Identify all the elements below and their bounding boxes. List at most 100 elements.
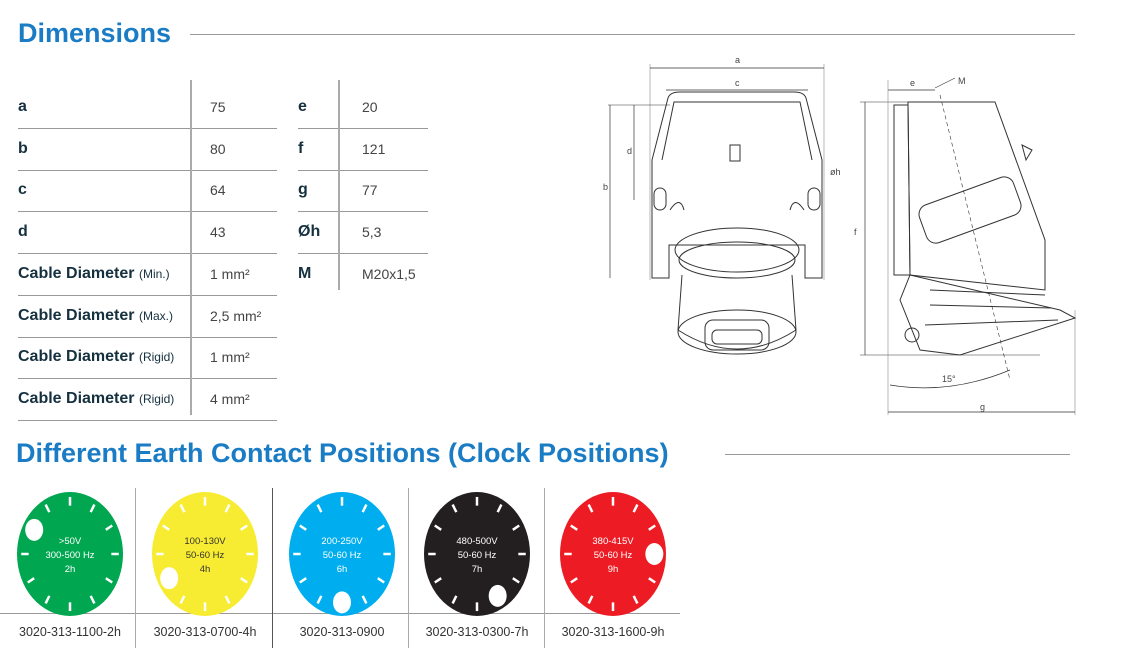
product-code: 3020-313-0300-7h [425, 625, 529, 639]
clock-tick [451, 595, 458, 604]
earth-contact-dot [25, 518, 44, 541]
earth-contact-dot [333, 591, 351, 614]
dimension-value: M20x1,5 [362, 265, 416, 282]
label-qualifier: (Rigid) [138, 350, 175, 365]
clock-section-title: Different Earth Contact Positions (Clock… [16, 438, 669, 468]
dimension-label: Cable Diameter (Max.) [18, 307, 173, 325]
dimension-row: d 43 [18, 211, 277, 255]
dimension-label: c [18, 181, 27, 199]
dimension-label: Cable Diameter (Min.) [18, 265, 170, 283]
dimension-row: Cable Diameter (Max.) 2,5 mm² [18, 295, 277, 338]
dimension-row: a 75 [18, 86, 277, 129]
frequency-text: 50-60 Hz [186, 550, 225, 561]
label-h: øh [830, 167, 841, 177]
clock-tick [377, 577, 385, 584]
dimension-label: Øh [298, 223, 321, 241]
dimension-value: 4 mm² [210, 390, 250, 407]
dial-face [560, 492, 666, 616]
dimension-value: 43 [210, 224, 226, 241]
label-text: a [18, 98, 27, 115]
label-c: c [735, 78, 740, 88]
clock-tick [89, 595, 96, 604]
label-text: Cable Diameter [18, 389, 135, 407]
hour-text: 6h [337, 564, 348, 575]
clock-tick [632, 595, 639, 604]
clock-tick [377, 524, 385, 531]
frequency-text: 50-60 Hz [323, 550, 362, 561]
dimension-value: 75 [210, 99, 226, 115]
clock-tick [434, 524, 442, 531]
clock-tick [240, 577, 248, 584]
dimension-label: a [18, 98, 27, 116]
label-b: b [603, 182, 608, 192]
dimension-value: 80 [210, 140, 226, 157]
dimension-row: Øh 5,3 [298, 211, 428, 255]
label-text: Cable Diameter [18, 306, 135, 324]
clock-tick [240, 524, 248, 531]
clock-tick [451, 504, 458, 513]
clock-tick [361, 504, 368, 513]
hour-text: 9h [608, 564, 619, 575]
technical-drawing: a c d b øh e M f 15° g [603, 55, 1077, 415]
frequency-text: 50-60 Hz [458, 550, 497, 561]
clock-dial: 100-130V 50-60 Hz 4h [152, 492, 258, 616]
side-view [860, 77, 1077, 415]
dimension-label: f [298, 139, 304, 157]
hour-text: 2h [65, 564, 76, 575]
label-angle: 15° [942, 374, 956, 384]
dimension-row: Cable Diameter (Rigid) 1 mm² [18, 336, 277, 380]
dial-face [424, 492, 530, 616]
dial-face [289, 492, 395, 616]
clock-dial: 200-250V 50-60 Hz 6h [289, 492, 395, 616]
label-text: c [18, 181, 27, 199]
clock-tick [224, 504, 231, 513]
label-d: d [627, 146, 632, 156]
product-code: 3020-313-1600-9h [561, 625, 665, 639]
clock-tick [105, 577, 113, 584]
label-e: e [910, 78, 915, 88]
clock-tick [434, 577, 442, 584]
label-text: Cable Diameter [18, 264, 135, 282]
dimension-row: g 77 [298, 169, 428, 213]
column-divider [272, 488, 273, 648]
dimension-label: M [298, 264, 312, 282]
dimension-value: 77 [362, 182, 378, 199]
clock-tick [316, 595, 323, 604]
label-f: f [854, 227, 857, 237]
voltage-text: 380-415V [592, 536, 634, 547]
label-text: d [18, 223, 28, 241]
clock-tick [44, 504, 51, 513]
label-qualifier: (Min.) [138, 266, 170, 281]
clock-tick [299, 577, 307, 584]
front-view [608, 64, 825, 355]
product-code: 3020-313-0700-4h [153, 625, 257, 639]
clock-tick [316, 504, 323, 513]
label-qualifier: (Max.) [138, 308, 173, 323]
clock-tick [587, 595, 594, 604]
clock-tick [648, 524, 656, 531]
dimension-label: b [18, 140, 28, 158]
clock-tick [105, 524, 113, 531]
clock-tick [361, 595, 368, 604]
dimension-label: Cable Diameter (Rigid) [18, 390, 174, 408]
title-rule [725, 454, 1070, 455]
dimension-value: 121 [362, 140, 386, 157]
label-a: a [735, 55, 740, 65]
dimension-label: Cable Diameter (Rigid) [18, 348, 174, 366]
dimension-label: e [298, 98, 307, 115]
voltage-text: 100-130V [184, 536, 226, 547]
earth-contact-dot [488, 584, 507, 607]
table-divider [338, 80, 340, 290]
clock-tick [224, 595, 231, 604]
dimension-value: 20 [362, 99, 378, 115]
dimension-row: f 121 [298, 128, 428, 171]
hour-text: 7h [472, 564, 483, 575]
label-m: M [958, 76, 966, 86]
hour-text: 4h [200, 564, 211, 575]
dimension-row: c 64 [18, 169, 277, 213]
frequency-text: 300-500 Hz [45, 550, 94, 561]
dimension-row: Cable Diameter (Min.) 1 mm² [18, 253, 277, 296]
dimension-value: 1 mm² [210, 265, 250, 282]
clock-tick [570, 524, 578, 531]
label-text: b [18, 139, 28, 157]
